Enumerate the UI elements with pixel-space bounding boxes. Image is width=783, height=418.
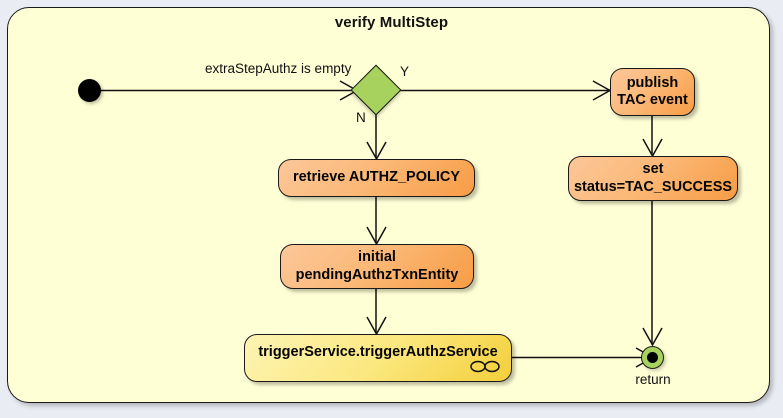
- branch-label-yes: Y: [400, 64, 410, 79]
- start-node[interactable]: [78, 79, 101, 102]
- link-icon: [470, 360, 500, 373]
- action-label: triggerService.triggerAuthzService: [258, 343, 498, 360]
- guard-label-extrastepauthz: extraStepAuthz is empty: [205, 61, 352, 76]
- action-retrieve-authz-policy[interactable]: retrieve AUTHZ_POLICY: [278, 159, 475, 197]
- action-trigger-authz-service[interactable]: triggerService.triggerAuthzService: [244, 334, 512, 382]
- branch-label-no: N: [356, 110, 366, 125]
- action-label: retrieve AUTHZ_POLICY: [292, 169, 461, 186]
- end-node-inner-dot: [647, 352, 658, 363]
- action-set-status-tac-success[interactable]: set status=TAC_SUCCESS: [568, 156, 738, 201]
- page-title: verify MultiStep: [334, 14, 449, 31]
- action-label: publish TAC event: [617, 74, 688, 108]
- end-node-caption: return: [635, 372, 671, 387]
- end-node[interactable]: [641, 346, 664, 369]
- action-label: initial pendingAuthzTxnEntity: [295, 249, 459, 283]
- action-publish-tac-event[interactable]: publish TAC event: [610, 68, 695, 116]
- action-initial-pending-authz-txn-entity[interactable]: initial pendingAuthzTxnEntity: [280, 244, 474, 289]
- action-label: set status=TAC_SUCCESS: [573, 161, 733, 195]
